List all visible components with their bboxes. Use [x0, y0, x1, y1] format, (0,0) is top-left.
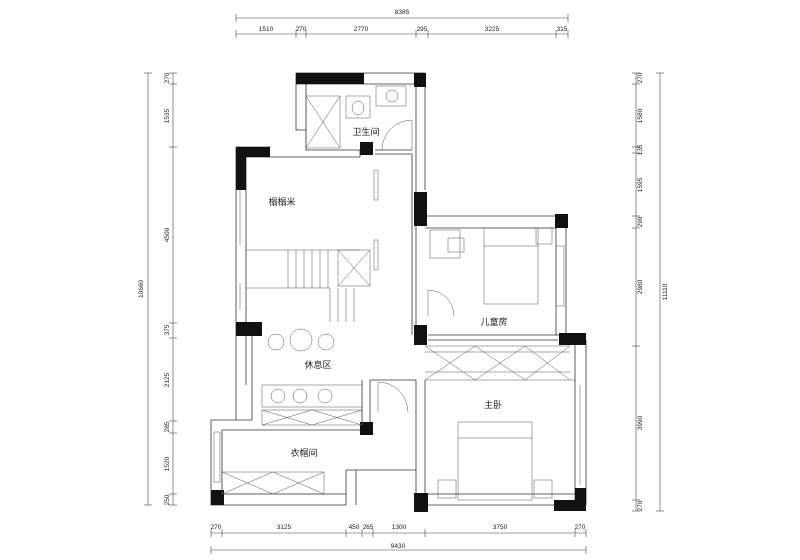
label-kids-room: 儿童房	[480, 316, 507, 327]
columns	[211, 73, 586, 512]
bottom-dim-3: 450	[349, 524, 360, 531]
bottom-dim-6: 3750	[493, 524, 508, 531]
left-dim-7: 1520	[164, 456, 171, 471]
column-master-right	[554, 488, 586, 511]
top-total-dim: 8385	[395, 9, 410, 16]
right-dim-2: 1580	[637, 108, 644, 123]
column-top-left	[296, 73, 364, 84]
column-kids-bottom	[559, 333, 586, 345]
bottom-dim-1: 270	[211, 524, 222, 531]
bottom-dim-7: 270	[575, 524, 586, 531]
left-dim-6: 285	[164, 421, 171, 432]
bottom-dim-2: 3125	[277, 524, 292, 531]
label-cloakroom: 衣帽间	[290, 447, 317, 458]
top-dim-6: 315	[557, 26, 568, 33]
right-dim-6: 2980	[637, 279, 644, 294]
left-dim-3: 4500	[164, 227, 171, 242]
column-cloak	[211, 490, 224, 505]
right-dim-7: 3990	[637, 415, 644, 430]
bottom-total-dim: 9430	[391, 543, 406, 550]
column-master-left	[414, 493, 428, 512]
label-bathroom: 卫生间	[352, 126, 379, 137]
wall-outlines	[210, 72, 587, 506]
column-kids-left	[414, 325, 427, 345]
right-dim-5: 290	[637, 216, 644, 227]
fixtures	[213, 85, 581, 501]
bottom-dimensions: 270 3125 450 265 1300 3750 270 9430	[211, 524, 587, 554]
column-bath	[360, 142, 373, 155]
bottom-dim-5: 1300	[392, 524, 407, 531]
left-dim-4: 375	[164, 324, 171, 335]
right-total-dim: 11110	[662, 283, 669, 300]
column-lounge	[236, 322, 262, 336]
left-dim-8: 250	[164, 494, 171, 505]
column-kids-right	[555, 214, 568, 228]
right-dim-8: 270	[637, 500, 644, 511]
left-dim-2: 1535	[164, 108, 171, 123]
column-corridor	[360, 422, 373, 435]
left-total-dim: 10660	[138, 280, 145, 298]
left-dim-1: 270	[164, 72, 171, 83]
column-mid	[414, 192, 427, 226]
left-dimensions: 10660 270 1535 4500 375 2125 285 1520 25…	[138, 72, 177, 505]
left-dim-5: 2125	[164, 372, 171, 387]
label-master-bedroom: 主卧	[484, 399, 502, 410]
top-dim-1: 1510	[259, 26, 274, 33]
label-tatami: 榻榻米	[268, 196, 295, 207]
room-labels: 卫生间 榻榻米 儿童房 休息区 主卧 衣帽间	[268, 126, 507, 458]
column-tatami	[236, 147, 270, 190]
top-dimensions: 8385 1510 270 2770 295 3225 315	[235, 9, 569, 38]
top-dim-2: 270	[296, 26, 307, 33]
column-top-right	[414, 73, 426, 87]
top-dim-5: 3225	[485, 26, 500, 33]
top-dim-4: 295	[417, 26, 428, 33]
bottom-dim-4: 265	[363, 524, 374, 531]
right-dim-4: 1595	[637, 177, 644, 192]
right-dimensions: 270 1580 135 1595 290 2980 3990 270 1111…	[632, 72, 669, 511]
top-dim-3: 2770	[354, 26, 369, 33]
label-lounge: 休息区	[304, 359, 331, 370]
right-dim-3: 135	[637, 144, 644, 155]
right-dim-1: 270	[637, 72, 644, 83]
